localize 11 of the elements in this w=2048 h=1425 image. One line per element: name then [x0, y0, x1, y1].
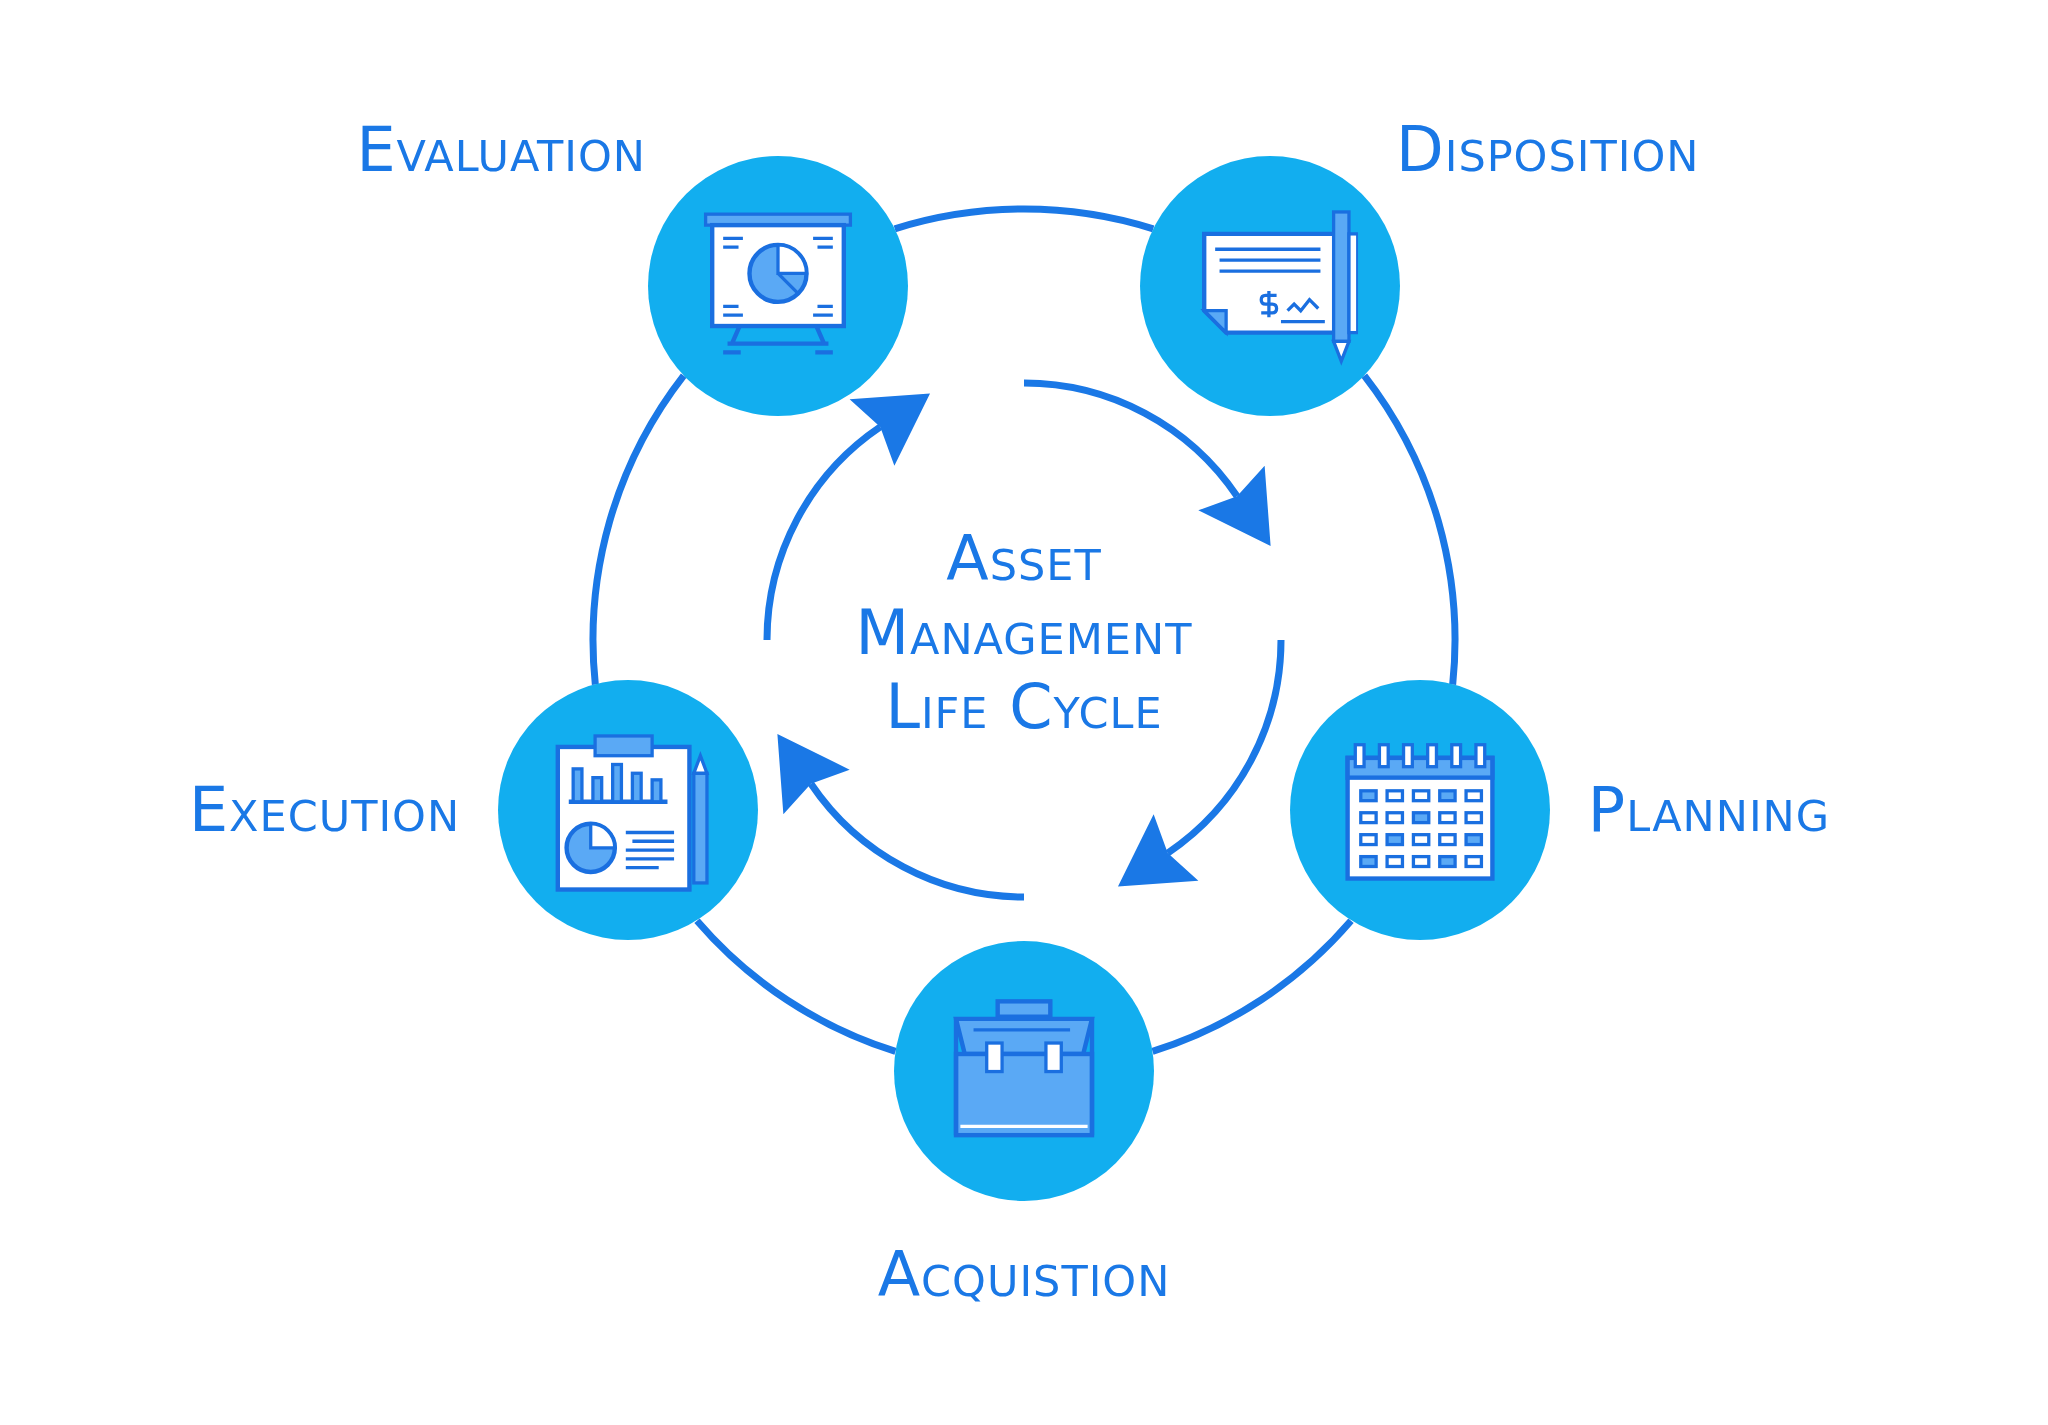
cycle-connector: [1361, 373, 1459, 685]
cycle-connector: [694, 918, 897, 1055]
cycle-connector: [893, 206, 1155, 233]
diagram-title: Asset Management Life Cycle: [854, 522, 1194, 744]
step-label: Disposition: [1395, 119, 1700, 182]
cycle-connector: [589, 373, 687, 685]
step-label: Execution: [188, 779, 461, 842]
cycle-connector: [1151, 918, 1354, 1055]
step-label: Planning: [1587, 779, 1831, 842]
step-label: Evaluation: [356, 119, 646, 182]
step-label: Acquistion: [877, 1244, 1171, 1306]
